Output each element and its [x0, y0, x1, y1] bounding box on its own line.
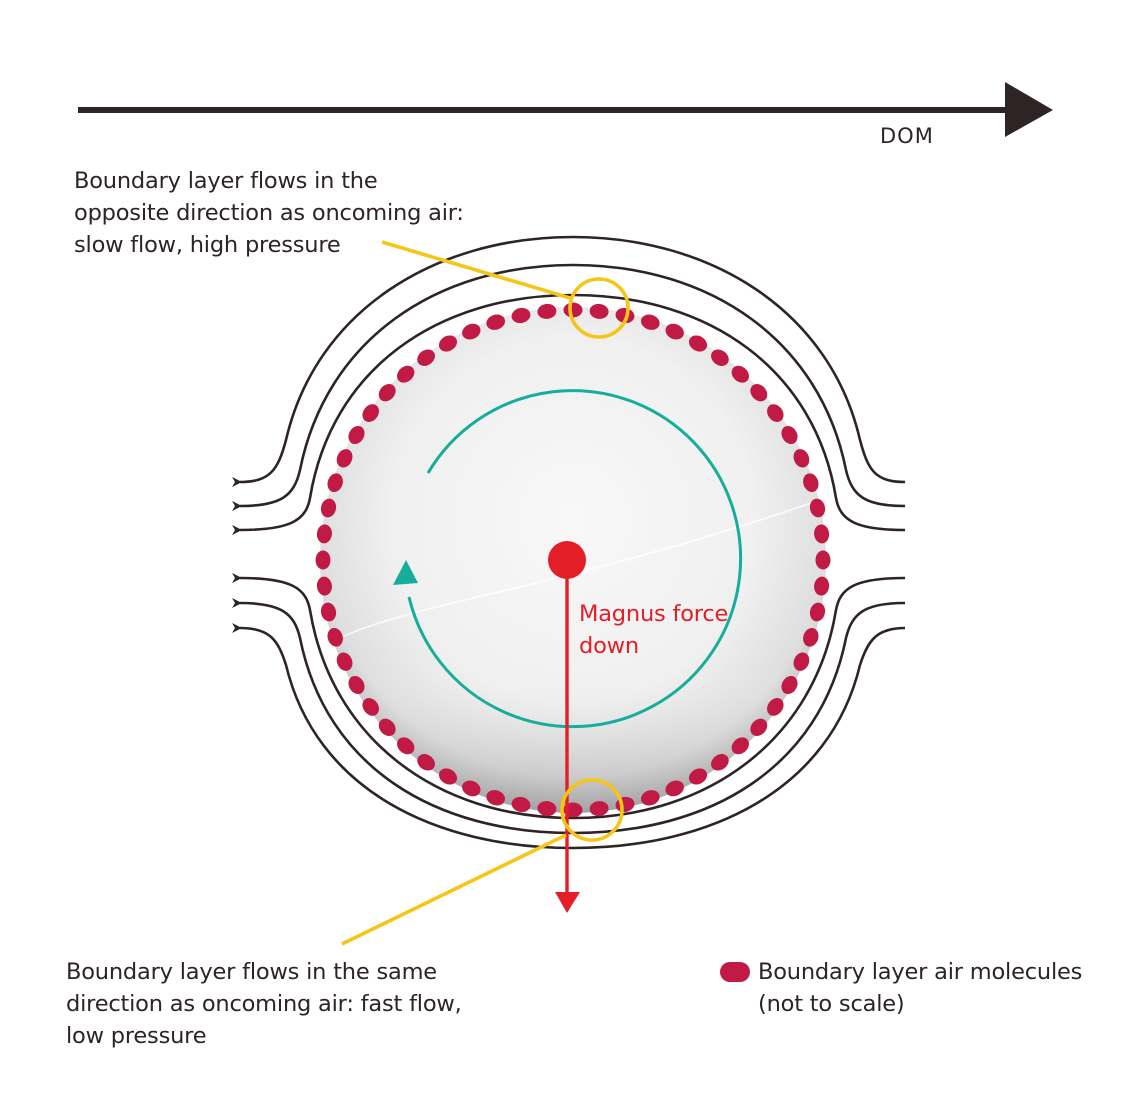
boundary-molecule-dot	[378, 718, 396, 736]
boundary-molecule-dot	[711, 754, 729, 771]
boundary-molecule-dot	[814, 524, 830, 544]
magnus-label-line-1: Magnus force	[579, 601, 729, 627]
boundary-molecule-dot	[809, 498, 826, 518]
boundary-molecule-dot	[462, 780, 481, 797]
arrowhead-right-icon	[1005, 82, 1053, 137]
boundary-molecule-dot	[750, 718, 768, 736]
bottom-callout-line-1: Boundary layer flows in the same	[66, 959, 437, 985]
boundary-molecule-dot	[665, 323, 684, 340]
spin-arrow	[393, 389, 743, 729]
boundary-molecule-dot	[589, 801, 609, 817]
boundary-molecule-dot	[316, 576, 332, 596]
magnus-force-arrow	[548, 541, 586, 913]
boundary-molecule-dot	[348, 675, 365, 695]
boundary-molecule-dot	[688, 768, 708, 785]
callout-top	[381, 240, 630, 339]
boundary-molecule-dot	[640, 790, 660, 806]
boundary-molecule-dot	[767, 698, 784, 716]
boundary-molecule-dot	[511, 796, 531, 813]
boundary-molecule-dot	[731, 737, 749, 755]
legend-swatch-molecule-icon	[720, 962, 750, 982]
bottom-callout-line-2: direction as oncoming air: fast flow,	[66, 991, 462, 1017]
streamline-bottom-3	[231, 622, 906, 850]
boundary-molecule-dot	[688, 335, 708, 352]
streamline-bottom-1	[231, 572, 906, 820]
magnus-force-label: Magnus force down	[579, 598, 728, 662]
legend: Boundary layer air molecules (not to sca…	[720, 956, 1082, 1020]
boundary-molecule-dot	[589, 303, 609, 319]
boundary-molecule-dot	[781, 425, 798, 445]
boundary-molecule-dot	[417, 349, 435, 366]
boundary-molecule-dot	[397, 737, 415, 755]
boundary-molecule-dot	[362, 698, 379, 716]
boundary-molecule-dot	[316, 524, 332, 544]
streamline-top-1	[231, 235, 906, 488]
boundary-molecule-dot	[803, 627, 819, 647]
boundary-molecule-dot	[320, 602, 337, 622]
magnus-label-line-2: down	[579, 633, 639, 659]
boundary-molecule-dot	[563, 302, 583, 318]
legend-text: Boundary layer air molecules (not to sca…	[758, 956, 1082, 1020]
boundary-molecule-dot	[814, 576, 830, 596]
boundary-molecule-dot	[793, 652, 810, 671]
boundary-molecule-dot	[417, 754, 435, 771]
boundary-molecule-dot	[327, 627, 343, 647]
boundary-molecule-dot	[731, 365, 749, 383]
boundary-molecule-dot	[815, 550, 831, 570]
boundary-molecule-dot	[438, 768, 458, 785]
boundary-molecule-dot	[665, 780, 684, 797]
legend-line-2: (not to scale)	[758, 991, 905, 1017]
spin-arrowhead-icon	[393, 560, 418, 585]
boundary-molecule-dot	[362, 404, 379, 422]
boundary-molecule-dot	[711, 349, 729, 366]
boundary-molecule-dot	[615, 307, 635, 324]
boundary-molecule-dot	[803, 473, 819, 493]
bottom-callout-text: Boundary layer flows in the same directi…	[66, 956, 486, 1052]
boundary-molecule-dot	[327, 473, 343, 493]
boundary-molecule-dot	[438, 335, 458, 352]
boundary-molecule-dot	[348, 425, 365, 445]
callout-bottom	[341, 778, 624, 946]
top-callout-text: Boundary layer flows in the opposite dir…	[74, 165, 494, 261]
boundary-molecule-dot	[486, 314, 506, 330]
legend-line-1: Boundary layer air molecules	[758, 959, 1083, 985]
boundary-molecule-dot	[486, 790, 506, 806]
boundary-molecule-dot	[537, 801, 557, 817]
direction-arrow	[78, 82, 1053, 137]
direction-label: DOM	[880, 124, 934, 148]
ball-center-dot	[548, 541, 586, 579]
boundary-molecule-dot	[378, 384, 396, 402]
boundary-molecule-dot	[793, 449, 810, 468]
boundary-molecule-dot	[750, 384, 768, 402]
boundary-molecule-dot	[336, 449, 353, 468]
boundary-molecule-dot	[537, 303, 557, 319]
top-callout-line-2: opposite direction as oncoming air:	[74, 200, 464, 226]
boundary-molecule-dot	[640, 314, 660, 330]
arrowhead-down-icon	[555, 892, 580, 913]
boundary-molecule-dot	[320, 498, 337, 518]
boundary-molecule-dot	[781, 675, 798, 695]
boundary-molecule-dot	[462, 323, 481, 340]
top-callout-line-3: slow flow, high pressure	[74, 232, 341, 258]
boundary-molecule-dot	[315, 550, 331, 570]
boundary-molecule-dot	[511, 307, 531, 324]
boundary-molecule-dot	[767, 404, 784, 422]
bottom-callout-line-3: low pressure	[66, 1023, 207, 1049]
streamline-top-2	[231, 263, 906, 512]
boundary-molecule-dot	[336, 652, 353, 671]
boundary-molecule-dot	[809, 602, 826, 622]
boundary-molecule-dot	[397, 365, 415, 383]
top-callout-line-1: Boundary layer flows in the	[74, 168, 378, 194]
